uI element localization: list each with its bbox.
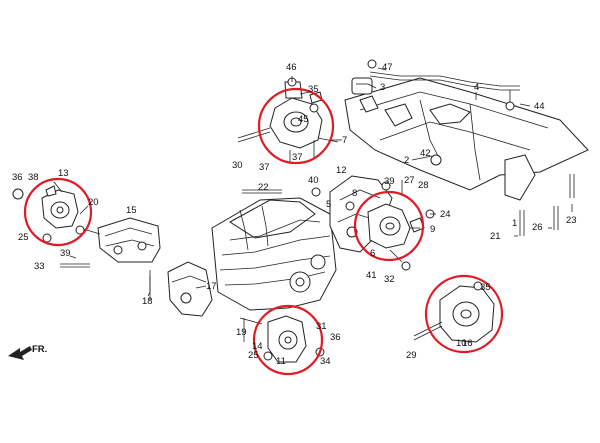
mount-10 [413, 285, 495, 343]
callout-18: 18 [142, 296, 153, 307]
bracket-15 [79, 217, 161, 263]
callout-28: 28 [418, 180, 429, 191]
callout-37: 37 [259, 162, 270, 173]
callout-47: 46 [286, 62, 297, 73]
callout-23: 23 [566, 215, 577, 226]
callout-10: 10 [456, 338, 467, 349]
callout-6: 6 [370, 248, 375, 259]
callout-36: 36 [12, 172, 23, 183]
callout-35b: 35 [480, 282, 491, 293]
callout-34: 34 [320, 356, 331, 367]
callout-7: 7 [342, 135, 347, 146]
callout-14: 14 [252, 341, 263, 352]
subframe-stiffener-bar [369, 71, 520, 91]
front-arrow-icon [8, 346, 32, 360]
callout-3: 3 [380, 82, 385, 93]
callout-4: 4 [474, 82, 479, 93]
highlight-right-mount [424, 274, 504, 354]
callout-36b: 36 [330, 332, 341, 343]
callout-46: 47 [382, 62, 393, 73]
callout-13: 13 [58, 168, 69, 179]
highlight-lower-mount [252, 304, 324, 376]
callout-2: 2 [404, 155, 409, 166]
highlight-circles [23, 87, 504, 376]
callout-32: 32 [384, 274, 395, 285]
callout-8: 8 [352, 188, 357, 199]
highlight-rear-mount [257, 87, 335, 165]
left-mount-13 [41, 185, 79, 229]
callout-5: 5 [326, 199, 331, 210]
callout-44: 44 [534, 101, 545, 112]
callout-1: 1 [512, 218, 517, 229]
callout-25: 25 [18, 232, 29, 243]
callout-31: 31 [316, 321, 327, 332]
callout-22: 22 [258, 182, 269, 193]
callout-40: 40 [308, 175, 319, 186]
callout-45: 45 [298, 114, 309, 125]
engine-block [211, 197, 337, 311]
callout-30: 30 [232, 160, 243, 171]
callout-27: 27 [404, 175, 415, 186]
callout-12: 12 [336, 165, 347, 176]
front-direction-indicator: FR. [8, 344, 47, 360]
callout-39: 39 [384, 176, 395, 187]
callout-21: 21 [490, 231, 501, 242]
part-3-stopper [351, 77, 373, 95]
bolts [12, 59, 575, 361]
callout-35: 35 [308, 84, 319, 95]
callout-26: 26 [532, 222, 543, 233]
callout-17: 17 [206, 281, 217, 292]
rear-mount-assembly [237, 81, 339, 149]
callout-33: 33 [34, 261, 45, 272]
direction-label: FR. [32, 344, 47, 355]
callout-9: 9 [430, 224, 435, 235]
callout-11: 11 [276, 356, 286, 367]
callout-42: 42 [420, 148, 431, 159]
callout-39b: 39 [60, 248, 71, 259]
callout-19: 19 [236, 327, 247, 338]
callout-15: 15 [126, 205, 137, 216]
bracket-17 [149, 261, 213, 317]
callout-labels: 46 35 7 30 37 37 45 47 3 4 44 42 2 1 23 … [12, 62, 577, 367]
callout-37b: 37 [292, 152, 303, 163]
highlight-side-mount [353, 190, 425, 262]
highlight-left-mount [23, 177, 93, 247]
side-mount-9 [367, 203, 425, 249]
callout-38: 38 [28, 172, 39, 183]
callout-25b: 25 [248, 350, 259, 361]
callout-29: 29 [406, 350, 417, 361]
callout-41: 41 [366, 270, 377, 281]
callout-20: 20 [88, 197, 99, 208]
leader-lines [53, 67, 573, 297]
callout-16: 16 [462, 338, 473, 349]
front-subframe [344, 77, 589, 201]
callout-24: 24 [440, 209, 451, 220]
